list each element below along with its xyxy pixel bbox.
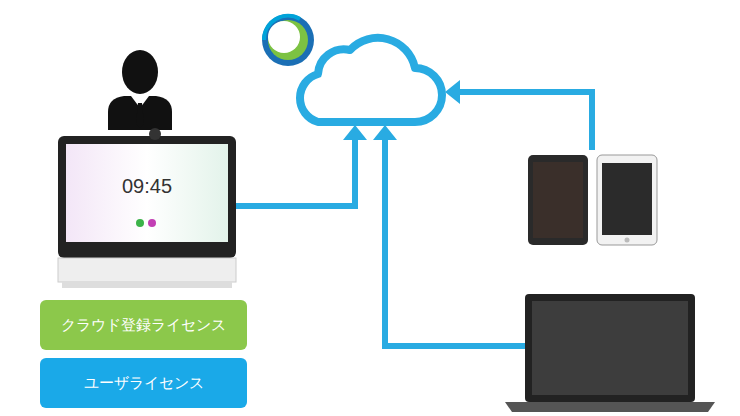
arrowhead — [445, 80, 460, 104]
clock-text: 09:45 — [122, 175, 172, 198]
video-device — [58, 128, 236, 288]
cloud-icon — [300, 38, 442, 122]
wire — [236, 138, 355, 206]
laptop-icon — [505, 294, 715, 412]
arrowhead — [373, 125, 397, 140]
wire — [458, 92, 592, 150]
arrowhead — [343, 125, 367, 140]
tablet-icons — [528, 155, 657, 245]
license-box: クラウド登録ライセンス — [40, 300, 247, 350]
person-icon — [108, 50, 172, 130]
license-box: ユーザライセンス — [40, 358, 247, 408]
wire — [385, 138, 525, 346]
webex-logo — [262, 14, 314, 66]
license-label: クラウド登録ライセンス — [61, 316, 226, 335]
license-label: ユーザライセンス — [84, 374, 204, 393]
